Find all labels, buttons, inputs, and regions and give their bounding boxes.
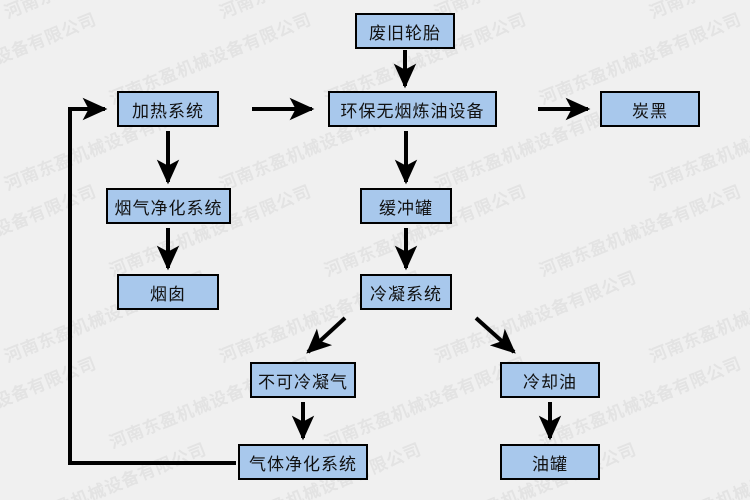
node-cooling-oil[interactable]: 冷却油 [500, 362, 600, 398]
node-chimney[interactable]: 烟囱 [117, 274, 219, 310]
node-non-condensable-gas[interactable]: 不可冷凝气 [250, 362, 356, 398]
node-heating-system[interactable]: 加热系统 [117, 91, 219, 127]
node-refining-equipment[interactable]: 环保无烟炼油设备 [328, 91, 497, 127]
node-buffer-tank[interactable]: 缓冲罐 [360, 188, 452, 224]
node-gas-purification[interactable]: 气体净化系统 [238, 444, 368, 480]
node-waste-tires[interactable]: 废旧轮胎 [355, 13, 455, 49]
node-oil-tank[interactable]: 油罐 [500, 444, 600, 480]
node-flue-gas-purification[interactable]: 烟气净化系统 [106, 188, 231, 224]
node-carbon-black[interactable]: 炭黑 [600, 91, 700, 127]
node-condensation-system[interactable]: 冷凝系统 [360, 274, 452, 310]
